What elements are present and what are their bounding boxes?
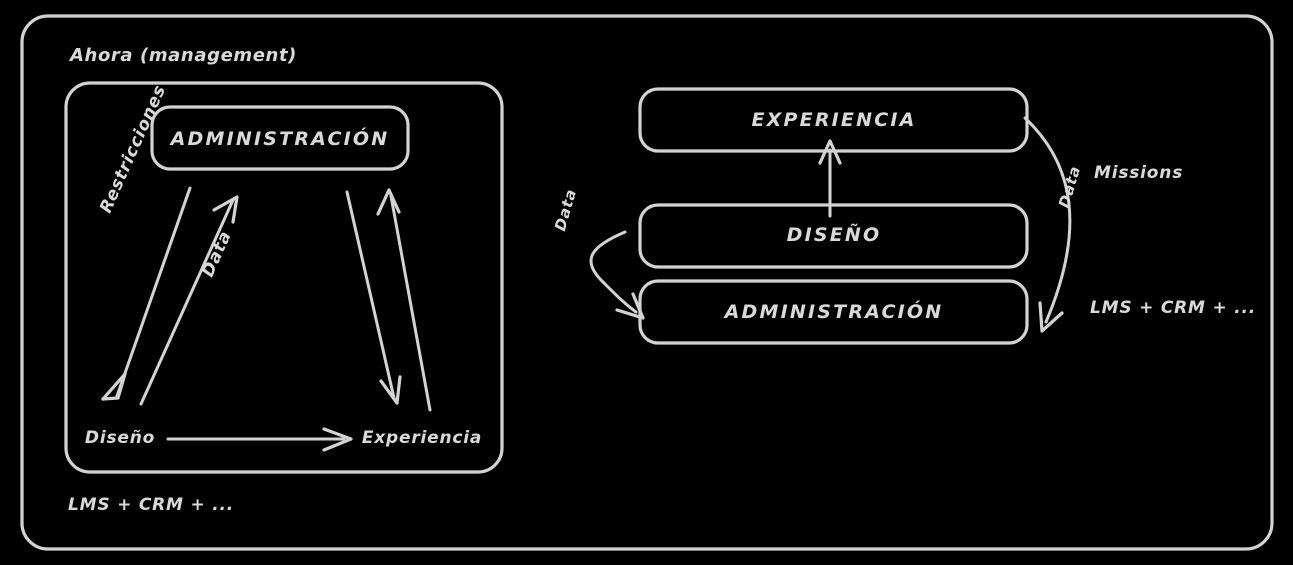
left-edge-diseno-to-experiencia <box>166 427 353 452</box>
right-box-experiencia-label: EXPERIENCIA <box>751 109 917 131</box>
right-label-missions: Missions <box>1094 163 1184 183</box>
left-panel-caption: LMS + CRM + ... <box>68 495 235 515</box>
left-edge-admin-to-experiencia <box>345 190 402 405</box>
right-box-diseno-label: DISEÑO <box>786 224 882 246</box>
left-box-administracion[interactable] <box>150 105 410 171</box>
left-node-diseno-label: Diseño <box>84 428 156 448</box>
right-edge-data-right <box>1023 116 1072 333</box>
right-edge-data-left <box>589 230 645 320</box>
left-panel-title: Ahora (management) <box>70 45 297 66</box>
left-edge-data <box>139 195 239 406</box>
right-label-systems: LMS + CRM + ... <box>1090 298 1257 318</box>
left-panel-container <box>64 81 504 474</box>
left-node-experiencia-label: Experiencia <box>361 428 483 448</box>
right-edge-diseno-to-experiencia <box>818 139 842 218</box>
outer-frame <box>20 14 1274 551</box>
left-edge-restricciones <box>101 186 192 401</box>
right-box-administracion-label: ADMINISTRACIÓN <box>724 301 944 323</box>
left-box-administracion-label: ADMINISTRACIÓN <box>170 128 390 150</box>
right-box-diseno[interactable] <box>638 203 1029 269</box>
left-edge-experiencia-to-admin <box>376 188 432 412</box>
